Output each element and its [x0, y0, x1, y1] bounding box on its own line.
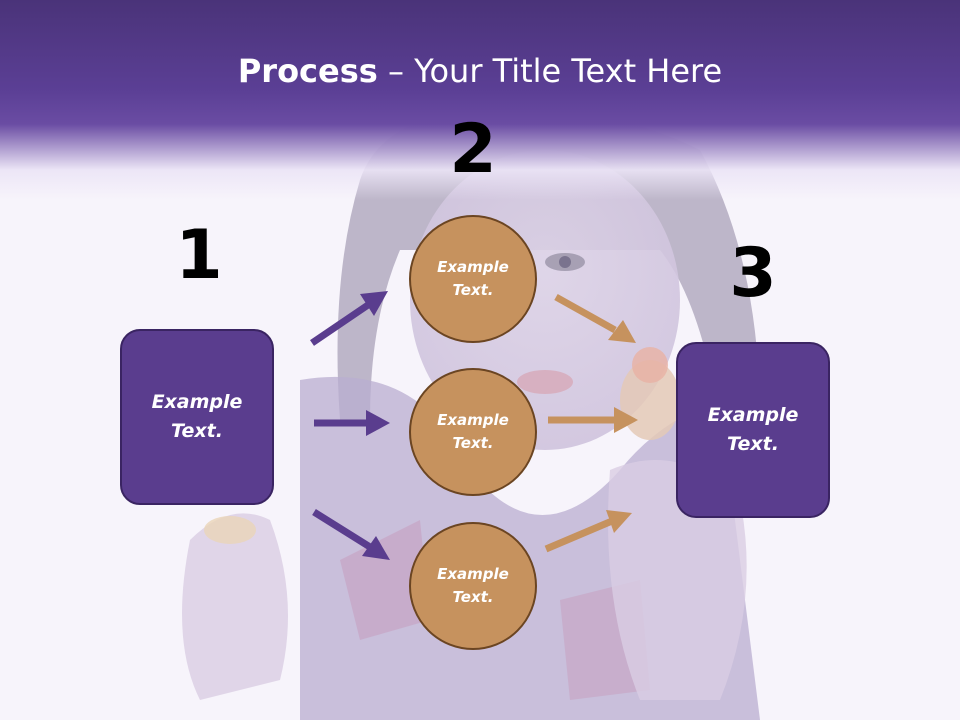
step-number-2: 2 — [449, 110, 497, 189]
circle-middle-text: Example Text. — [437, 411, 509, 452]
circle-bottom: Example Text. — [409, 522, 537, 650]
title-rest: – Your Title Text Here — [377, 52, 723, 90]
right-box: Example Text. — [676, 342, 830, 518]
left-box-text: Example Text. — [151, 391, 243, 442]
step-number-3: 3 — [729, 234, 777, 313]
circle-top-text: Example Text. — [437, 258, 509, 299]
left-box: Example Text. — [120, 329, 274, 505]
circle-top: Example Text. — [409, 215, 537, 343]
title-bar — [0, 0, 960, 200]
step-number-1: 1 — [175, 216, 223, 295]
title-bold: Process — [237, 52, 378, 90]
circle-middle: Example Text. — [409, 368, 537, 496]
right-box-text: Example Text. — [707, 404, 799, 455]
circle-bottom-text: Example Text. — [437, 565, 509, 606]
slide-title: Process – Your Title Text Here — [0, 52, 960, 90]
